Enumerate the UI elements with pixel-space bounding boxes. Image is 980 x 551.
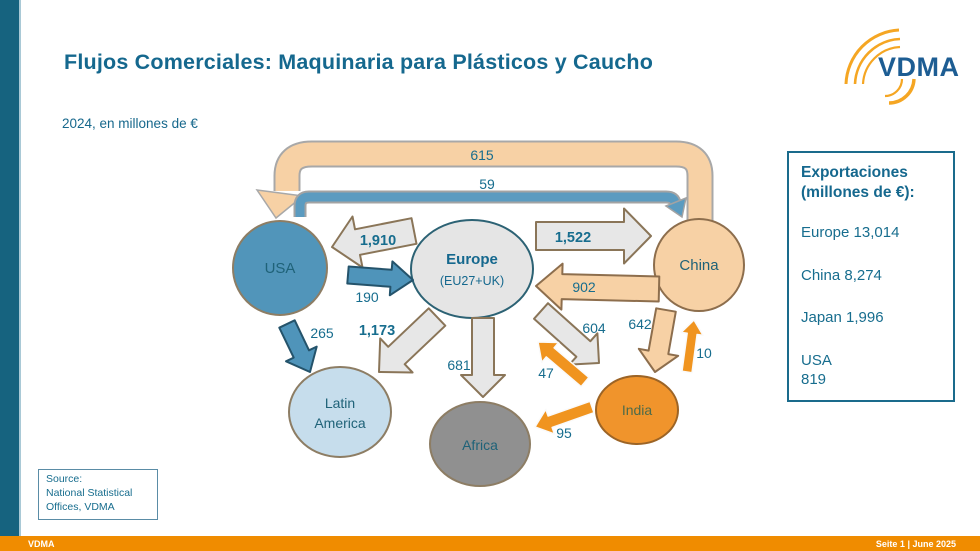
flow-value-europe-china: 1,522: [555, 230, 591, 246]
flow-value-europe-usa: 1,910: [360, 233, 396, 249]
flow-value-usa-china: 59: [479, 176, 495, 192]
node-africa: [429, 401, 531, 487]
export-item-usa: USA 819: [801, 351, 832, 389]
flow-arrow-india-europe: [537, 341, 590, 388]
flow-arrow-china-india: [637, 307, 680, 373]
node-label-latam-1: America: [314, 415, 366, 431]
flow-band-usa-china: [295, 192, 680, 217]
flow-value-india-africa: 95: [556, 425, 572, 441]
flow-arrow-india-china: [680, 319, 704, 374]
footer-page-info: Seite 1 | June 2025: [875, 538, 956, 549]
node-europe: [410, 219, 534, 319]
flow-value-china-india: 642: [628, 316, 652, 332]
flow-value-usa-latam: 265: [310, 325, 334, 341]
flow-arrow-europe-africa: [460, 317, 506, 398]
flow-value-china-usa: 615: [470, 147, 494, 163]
node-label-latam-0: Latin: [325, 395, 355, 411]
flow-value-china-europe: 902: [572, 279, 596, 295]
flow-value-usa-europe: 190: [355, 289, 379, 305]
flow-arrow-europe-india: [533, 302, 600, 366]
node-india: [595, 375, 679, 445]
flow-band-head-china-usa: [255, 189, 305, 220]
node-usa: [232, 220, 328, 316]
export-box: Exportaciones (millones de €): Europe 13…: [787, 151, 955, 402]
flow-arrow-europe-usa: [331, 215, 418, 269]
vdma-logo: VDMA: [836, 26, 972, 108]
flow-arrow-usa-latam: [278, 319, 318, 373]
flow-arrow-india-africa: [534, 400, 595, 435]
vdma-logo-arcs: [844, 28, 916, 105]
footer-brand: VDMA: [28, 538, 55, 549]
node-label-europe-1: (EU27+UK): [440, 274, 504, 288]
node-china: [653, 218, 745, 312]
node-label-india: India: [622, 402, 653, 418]
flow-value-india-china: 10: [696, 345, 712, 361]
footer-bar: VDMA Seite 1 | June 2025: [0, 536, 980, 551]
flow-band-china-usa: [275, 142, 712, 222]
flow-arrow-usa-europe: [346, 260, 414, 297]
page-title: Flujos Comerciales: Maquinaria para Plás…: [64, 50, 654, 74]
left-accent-bar: [0, 0, 21, 536]
flow-value-india-europe: 47: [538, 365, 554, 381]
flow-arrow-europe-china: [535, 207, 652, 265]
node-latam: [288, 366, 392, 458]
node-label-europe-0: Europe: [446, 251, 498, 268]
flow-value-europe-africa: 681: [447, 357, 471, 373]
export-item-europe: Europe 13,014: [801, 224, 900, 242]
flow-band-head-usa-china: [664, 196, 688, 219]
page-subtitle: 2024, en millones de €: [62, 116, 198, 131]
export-item-japan: Japan 1,996: [801, 309, 884, 327]
node-label-china: China: [679, 257, 719, 274]
flow-value-europe-latam: 1,173: [359, 323, 395, 339]
node-label-africa: Africa: [462, 437, 498, 453]
flow-value-europe-india: 604: [582, 320, 606, 336]
flow-arrow-china-europe: [535, 262, 661, 311]
vdma-logo-text: VDMA: [878, 52, 960, 82]
source-box: Source: National Statistical Offices, VD…: [38, 469, 158, 520]
node-label-usa: USA: [265, 260, 296, 277]
flow-arrow-europe-latam: [378, 307, 447, 374]
export-box-title: Exportaciones (millones de €):: [801, 164, 915, 202]
export-item-china: China 8,274: [801, 266, 882, 284]
